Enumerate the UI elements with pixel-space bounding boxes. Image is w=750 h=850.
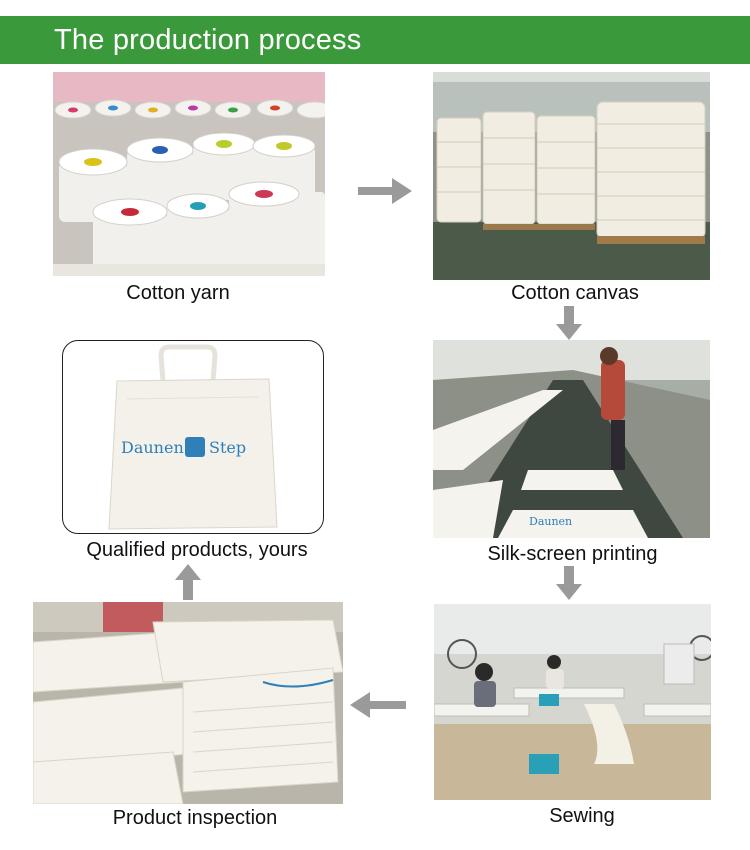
arrow-icon: [556, 566, 582, 600]
brand-left: Daunen: [121, 438, 184, 457]
step-label-cotton-canvas: Cotton canvas: [511, 282, 639, 304]
header-banner: The production process: [0, 16, 750, 64]
product-inspection-photo: [33, 602, 343, 804]
brand-right: Step: [209, 438, 246, 457]
arrow-icon: [350, 690, 406, 720]
page-title: The production process: [54, 24, 362, 56]
cotton-yarn-photo: [53, 72, 325, 276]
qualified-product-photo: Daunen Step: [62, 340, 324, 534]
arrow-icon: [358, 176, 412, 206]
step-label-inspection: Product inspection: [112, 807, 278, 829]
brand-logo-icon: [185, 437, 205, 457]
sewing-photo: [434, 604, 711, 800]
step-label-qualified: Qualified products, yours: [86, 539, 308, 561]
brand-print: Daunen: [529, 515, 572, 528]
arrow-icon: [556, 306, 582, 340]
step-label-silk-screen: Silk-screen printing: [487, 543, 658, 565]
cotton-canvas-photo: [433, 72, 710, 280]
arrow-icon: [175, 564, 201, 600]
silk-screen-printing-photo: Daunen: [433, 340, 710, 538]
step-label-cotton-yarn: Cotton yarn: [126, 282, 230, 304]
step-label-sewing: Sewing: [549, 805, 615, 827]
